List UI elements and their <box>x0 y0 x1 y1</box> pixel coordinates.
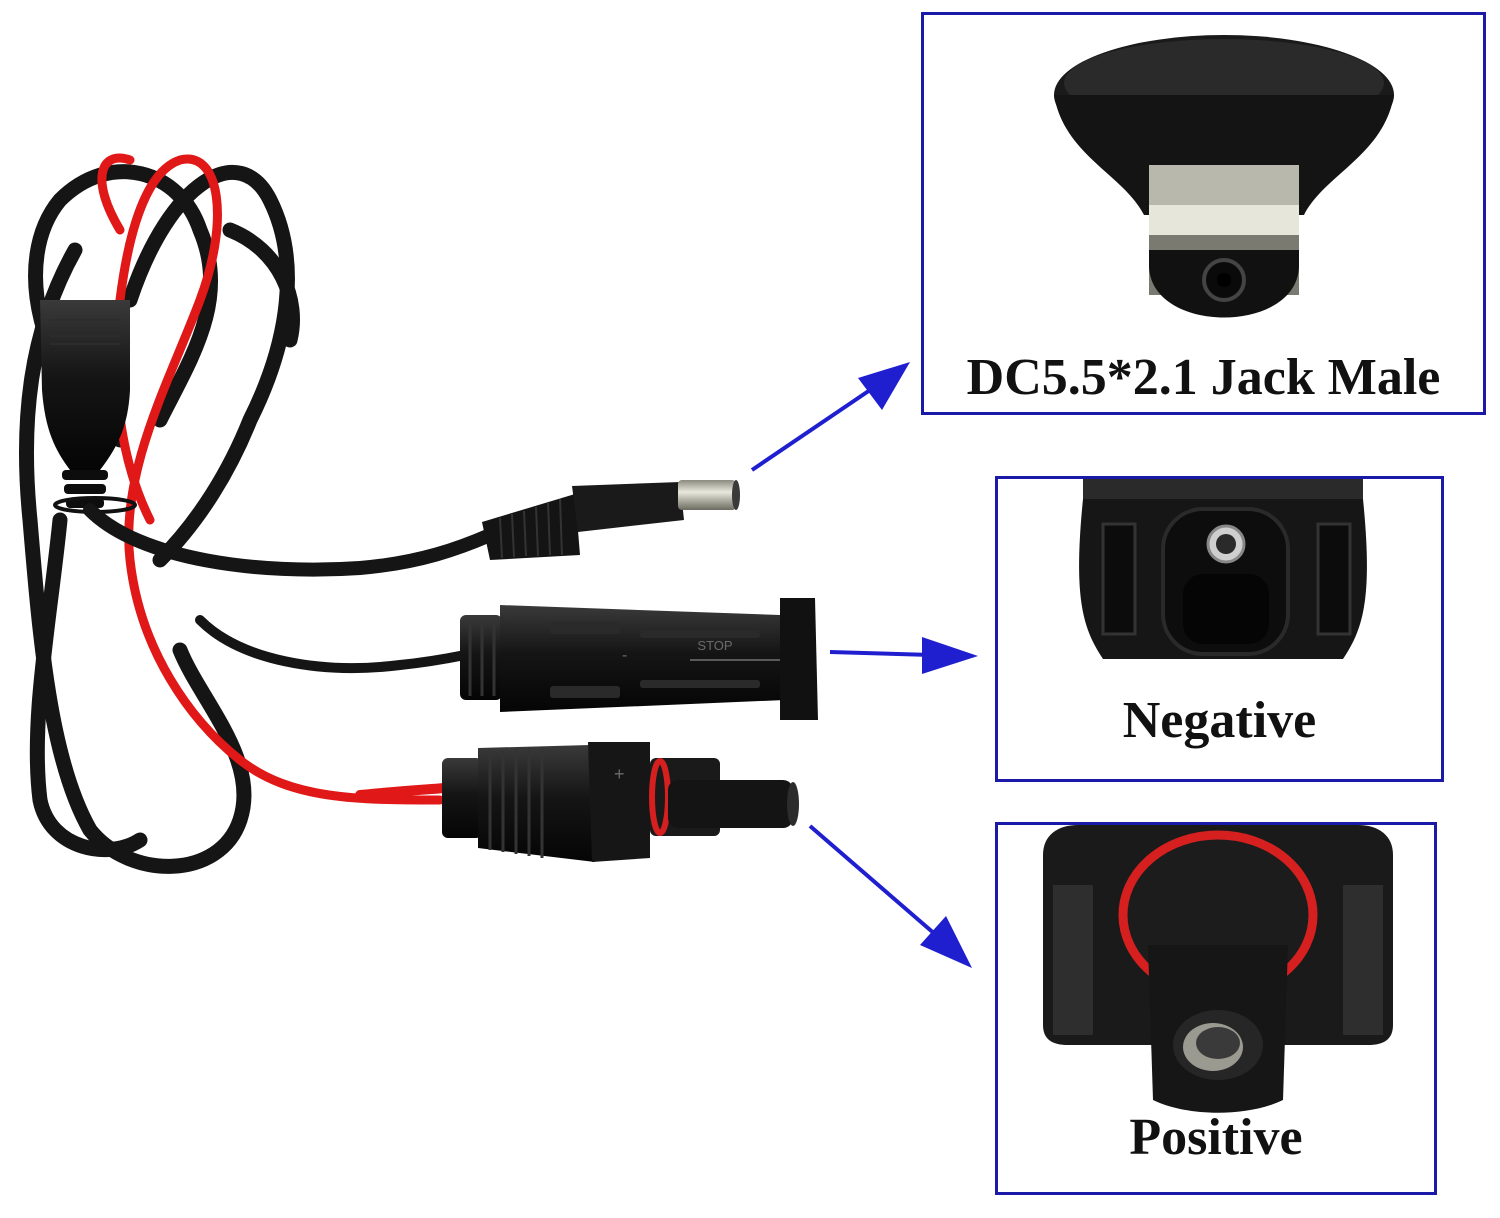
dc-jack-cable <box>83 503 497 577</box>
arrow-icon <box>922 637 978 674</box>
y-splitter <box>40 300 137 514</box>
negative-label: Negative <box>1122 692 1317 749</box>
negative-callout: Negative <box>995 476 1444 782</box>
positive-closeup <box>1043 825 1393 1113</box>
negative-closeup <box>1079 479 1367 659</box>
arrow-to-negative <box>829 637 978 674</box>
positive-cable <box>355 783 450 800</box>
positive-callout: Positive <box>995 822 1437 1195</box>
dc-jack-callout: DC5.5*2.1 Jack Male <box>921 12 1486 415</box>
stop-mark: STOP <box>697 638 732 653</box>
arrow-icon <box>858 362 910 410</box>
negative-mc4-connector: STOP - <box>460 598 818 720</box>
minus-mark: - <box>622 647 627 664</box>
positive-label: Positive <box>1129 1109 1303 1166</box>
arrow-to-dc <box>750 362 910 472</box>
black-cable-coil <box>18 164 300 874</box>
dc-jack-label: DC5.5*2.1 Jack Male <box>966 349 1441 406</box>
positive-mc4-connector: + <box>442 742 799 862</box>
arrow-to-positive <box>808 824 972 968</box>
plus-mark: + <box>614 764 625 784</box>
negative-cable <box>195 615 470 673</box>
arrow-icon <box>920 916 972 968</box>
dc-jack-plug <box>482 480 740 560</box>
dc-jack-closeup <box>1054 35 1394 318</box>
